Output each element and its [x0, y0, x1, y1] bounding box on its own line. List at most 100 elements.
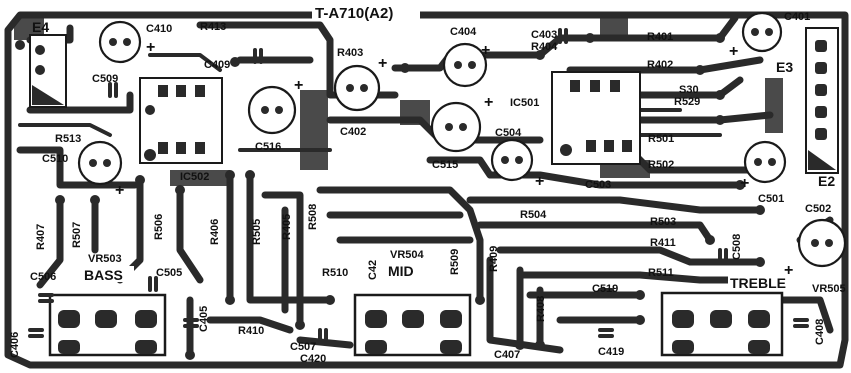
- control-label-mid: MID: [388, 263, 414, 279]
- label-r507: R507: [71, 222, 83, 248]
- label-c506: C506: [30, 271, 56, 283]
- label-c409: C409: [204, 59, 230, 71]
- svg-text:+: +: [740, 175, 749, 192]
- svg-text:+: +: [481, 42, 490, 59]
- solder-pads: [15, 33, 765, 360]
- cap-c404: [442, 42, 488, 88]
- component-labels: R413 C410 E4 C509 C409 R403 C404 C403 R4…: [9, 11, 846, 365]
- label-r502: R502: [648, 159, 674, 171]
- label-r404: R404: [531, 41, 558, 53]
- label-c503: C503: [585, 179, 611, 191]
- cap-c502: [797, 218, 847, 268]
- label-e4: E4: [32, 19, 49, 35]
- copper-patches: [14, 18, 650, 186]
- control-label-treble: TREBLE: [730, 275, 786, 291]
- label-c515: C515: [432, 159, 458, 171]
- label-c510: C510: [42, 153, 68, 165]
- label-c419: C419: [598, 346, 624, 358]
- board-title-group: T-A710(A2): [312, 3, 420, 22]
- label-r529: R529: [674, 96, 700, 108]
- label-c401: C401: [784, 11, 810, 23]
- label-r405: R405: [281, 214, 293, 240]
- label-c502: C502: [805, 203, 831, 215]
- label-r409: R409: [488, 246, 500, 272]
- ceramic-caps: [28, 28, 809, 344]
- label-c403: C403: [531, 29, 557, 41]
- label-c501: C501: [758, 193, 784, 205]
- label-vr504: VR504: [390, 249, 425, 261]
- svg-text:+: +: [729, 43, 738, 60]
- connector-e4: [29, 34, 67, 108]
- label-c504: C504: [495, 127, 522, 139]
- label-c507: C507: [290, 341, 316, 353]
- label-s30: S30: [679, 84, 699, 96]
- connector-e3-e2: [765, 27, 839, 174]
- label-r509: R509: [449, 249, 461, 275]
- label-r506: R506: [153, 214, 165, 240]
- polarity-marks: + + + + + + + + + +: [115, 39, 793, 279]
- cap-c501: [743, 140, 787, 184]
- label-r501: R501: [648, 133, 674, 145]
- electrolytic-caps: [77, 11, 847, 268]
- label-c505: C505: [156, 267, 182, 279]
- label-c405: C405: [198, 306, 210, 332]
- label-c519: C519: [592, 283, 618, 295]
- ic501-chip: [551, 71, 641, 165]
- label-c420: C420: [300, 353, 326, 365]
- label-r505: R505: [251, 219, 263, 245]
- label-c508: C508: [731, 234, 743, 260]
- label-r513: R513: [55, 133, 81, 145]
- label-ic502: IC502: [180, 171, 209, 183]
- label-c42: C42: [367, 260, 379, 280]
- cap-c410: [98, 20, 142, 64]
- label-r504: R504: [520, 209, 547, 221]
- label-r411: R411: [650, 237, 676, 249]
- label-r401: R401: [647, 31, 673, 43]
- label-r508: R508: [307, 204, 319, 230]
- svg-text:+: +: [378, 55, 387, 72]
- label-e3: E3: [776, 59, 793, 75]
- label-r510: R510: [322, 267, 348, 279]
- label-r403: R403: [337, 47, 363, 59]
- label-c407: C407: [494, 349, 520, 361]
- cap-c515: [430, 101, 482, 153]
- board-title: T-A710(A2): [315, 5, 393, 22]
- svg-text:+: +: [115, 182, 124, 199]
- label-r406: R406: [209, 219, 221, 245]
- label-c406: C406: [9, 332, 21, 358]
- label-r408: R408: [535, 296, 547, 322]
- cap-c504: [490, 138, 534, 182]
- pot-treble: [660, 291, 784, 357]
- label-e2: E2: [818, 173, 835, 189]
- svg-text:+: +: [484, 94, 493, 111]
- label-r511: R511: [648, 267, 674, 279]
- label-c516: C516: [255, 141, 281, 153]
- label-r410: R410: [238, 325, 264, 337]
- label-r402: R402: [647, 59, 673, 71]
- label-r407: R407: [35, 224, 47, 250]
- label-c408: C408: [814, 319, 826, 345]
- svg-text:+: +: [784, 262, 793, 279]
- control-names: BASS MID TREBLE: [82, 262, 802, 291]
- label-c509: C509: [92, 73, 118, 85]
- label-c402: C402: [340, 126, 366, 138]
- cap-c401: [741, 11, 783, 53]
- cap-c510: [77, 140, 123, 186]
- svg-text:+: +: [535, 173, 544, 190]
- control-label-bass: BASS: [84, 267, 123, 283]
- label-r503: R503: [650, 216, 676, 228]
- label-vr503: VR503: [88, 253, 122, 265]
- label-c404: C404: [450, 26, 477, 38]
- pot-bass: [48, 293, 167, 357]
- svg-text:+: +: [146, 39, 155, 56]
- ic502-chip: [139, 77, 223, 164]
- cap-c402: [333, 64, 381, 112]
- cap-c516: [247, 85, 297, 135]
- label-c410: C410: [146, 23, 172, 35]
- pot-mid: [353, 293, 472, 357]
- label-ic501: IC501: [510, 97, 539, 109]
- label-r413: R413: [200, 21, 226, 33]
- svg-text:+: +: [294, 77, 303, 94]
- label-vr505: VR505: [812, 283, 846, 295]
